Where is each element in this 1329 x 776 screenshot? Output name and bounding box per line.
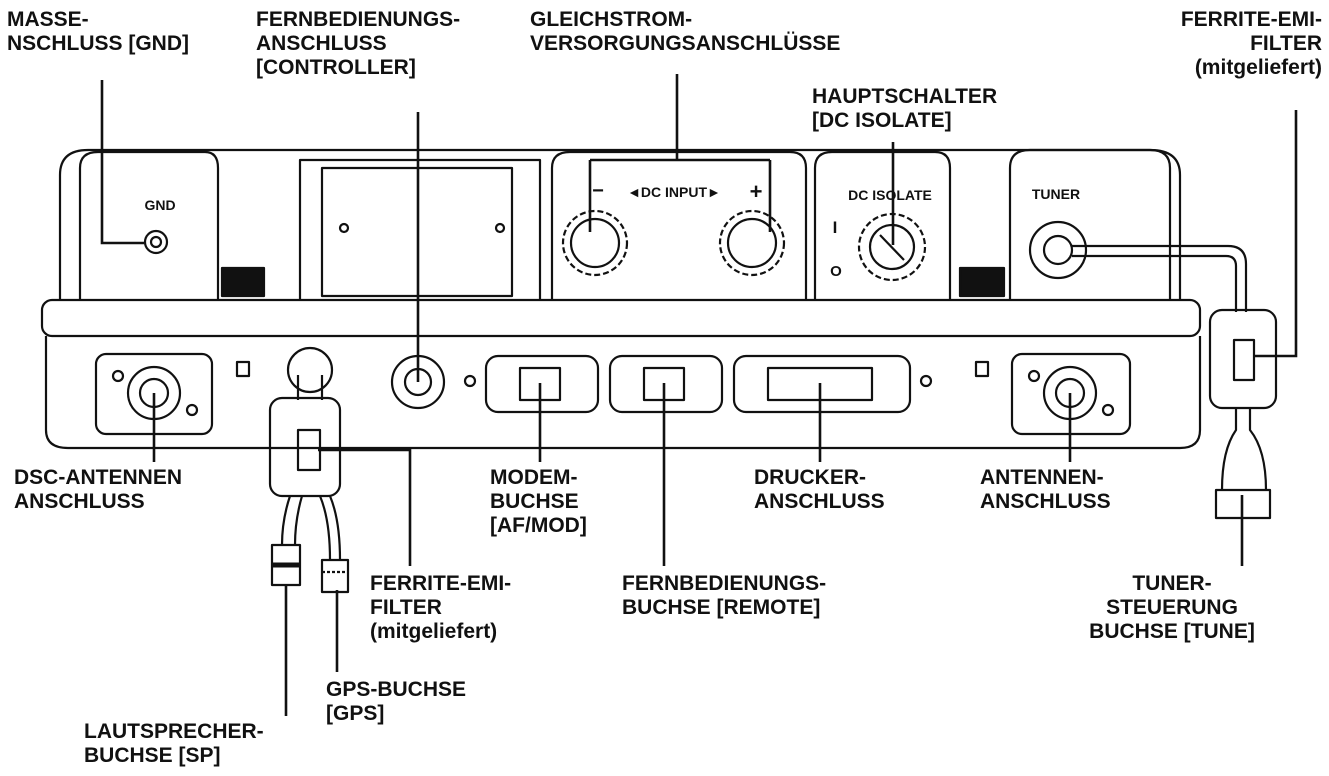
plate-screw-left — [338, 222, 350, 234]
gps-plug — [320, 558, 350, 594]
label-ferrite-filter-left: FERRITE-EMI-FILTER(mitgeliefert) — [370, 572, 512, 643]
plate-screw-right — [494, 222, 506, 234]
ferrite-filter-right — [1208, 308, 1278, 410]
tuner-cable-lower — [1220, 408, 1268, 491]
tuner-connector-inner — [1042, 234, 1074, 266]
label-speaker-jack: LAUTSPRECHER-BUCHSE [SP] — [84, 720, 264, 767]
sp-gps-grommet — [286, 346, 334, 394]
panel-dc-isolate: DC ISOLATE — [848, 187, 932, 203]
sp-gps-cable-lower — [280, 495, 342, 561]
dc-knob-plus — [718, 209, 786, 277]
leader-gnd — [100, 80, 144, 245]
upper-housing — [58, 148, 1182, 300]
dsc-screw-right — [185, 403, 199, 417]
antenna-screw-left — [1027, 369, 1041, 383]
mid-band — [40, 298, 1202, 338]
panel-gnd-text: GND — [144, 197, 175, 213]
leader-ferrite-right — [1255, 110, 1298, 358]
dc-input-block — [550, 150, 808, 300]
label-ferrite-filter-right: FERRITE-EMI-FILTER(mitgeliefert) — [1180, 8, 1322, 79]
dc-isolate-pointer — [879, 234, 905, 261]
label-gps-jack: GPS-BUCHSE[GPS] — [326, 678, 467, 725]
label-modem-jack: MODEM-BUCHSE[AF/MOD] — [490, 466, 587, 537]
label-main-switch: HAUPTSCHALTER[DC ISOLATE] — [812, 85, 998, 132]
antenna-screw-right — [1101, 403, 1115, 417]
antenna-side-tab — [974, 360, 990, 378]
leader-dc — [588, 74, 772, 232]
gnd-block — [78, 150, 220, 300]
dc-knob-minus — [561, 209, 629, 277]
panel-dc-plus: + — [750, 179, 763, 204]
label-remote-jack: FERNBEDIENUNGS-BUCHSE [REMOTE] — [622, 572, 827, 619]
label-controller-connector: FERNBEDIENUNGS-ANSCHLUSS[CONTROLLER] — [256, 8, 461, 79]
modem-connector — [484, 354, 600, 414]
tuner-block — [1008, 148, 1172, 300]
printer-connector — [732, 354, 912, 414]
lower-body — [44, 336, 1202, 450]
panel-switch-on: I — [833, 218, 838, 237]
tuner-cable — [1072, 244, 1248, 312]
sp-gps-cable — [296, 375, 324, 400]
label-dc-power-connectors: GLEICHSTROM-VERSORGUNGSANSCHLÜSSE — [530, 8, 841, 55]
gnd-terminal — [143, 229, 169, 255]
dc-knob-minus-ring — [569, 217, 621, 269]
dsc-side-tab — [235, 360, 251, 378]
label-antenna-connector: ANTENNEN-ANSCHLUSS — [980, 466, 1111, 513]
label-gnd-connector: MASSE-NSCHLUSS [GND] — [7, 8, 189, 55]
dsc-screw-left — [111, 369, 125, 383]
connector-screw-1 — [463, 374, 477, 388]
gnd-terminal-inner — [149, 235, 163, 249]
remote-connector — [608, 354, 724, 414]
right-foot — [958, 266, 1006, 298]
panel-dc-minus: − — [592, 180, 604, 202]
ferrite-filter-left-core — [296, 428, 322, 472]
connector-screw-2 — [919, 374, 933, 388]
dc-knob-plus-ring — [726, 217, 778, 269]
tuner-connector — [1028, 220, 1088, 280]
ferrite-filter-left — [268, 396, 342, 498]
left-foot — [220, 266, 266, 298]
ferrite-filter-right-core — [1232, 338, 1256, 382]
panel-dc-input: ◄DC INPUT► — [627, 184, 721, 200]
controller-recess — [298, 158, 542, 300]
panel-switch-off: O — [830, 263, 842, 280]
label-printer-connector: DRUCKER-ANSCHLUSS — [754, 466, 885, 513]
dc-isolate-block — [813, 150, 952, 300]
panel-tuner: TUNER — [1032, 186, 1080, 202]
leader-ferrite-left — [318, 448, 412, 566]
